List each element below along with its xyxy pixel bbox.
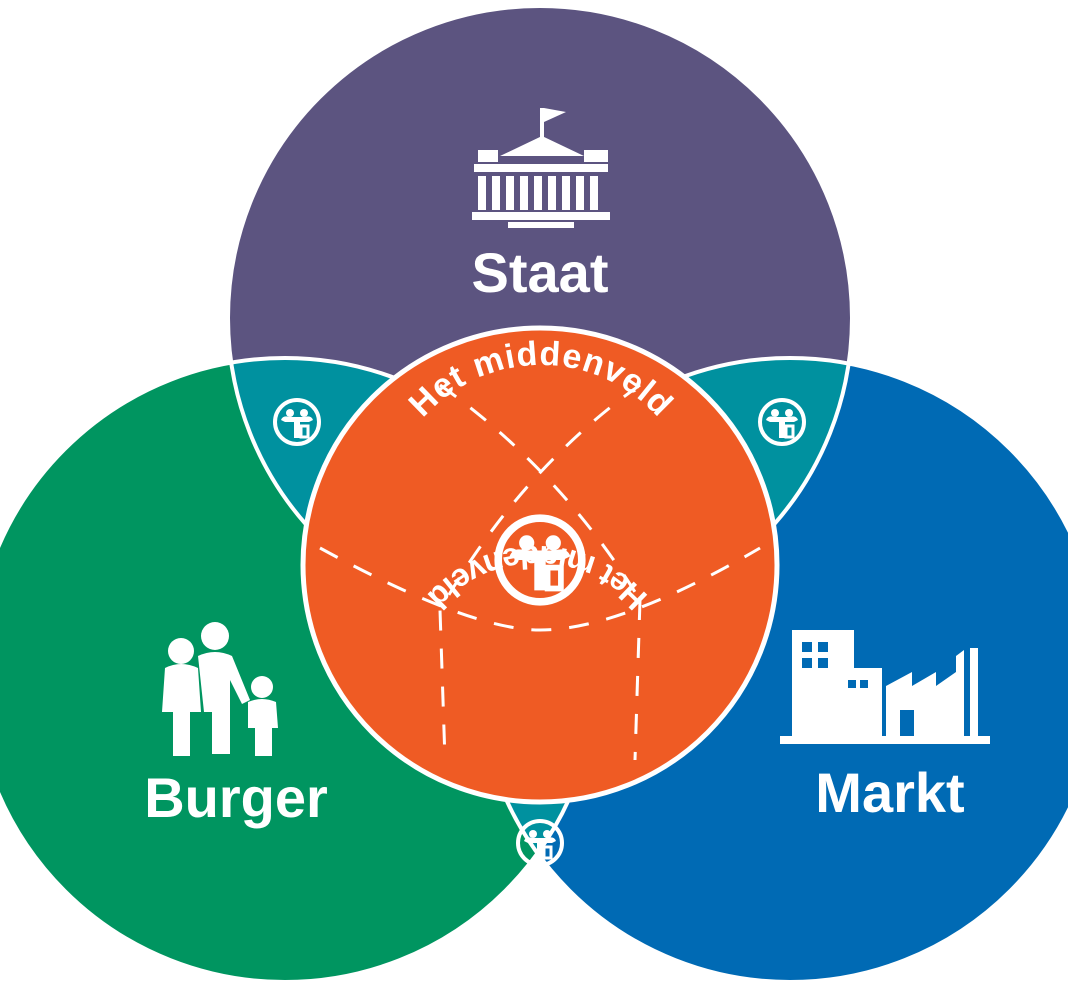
center-dashed-lines (319, 383, 761, 761)
factory-icon (780, 630, 990, 744)
markt-label: Markt (815, 761, 964, 824)
government-building-icon (472, 108, 610, 228)
family-icon (162, 622, 278, 756)
staat-label: Staat (472, 241, 609, 304)
burger-label: Burger (144, 766, 328, 829)
